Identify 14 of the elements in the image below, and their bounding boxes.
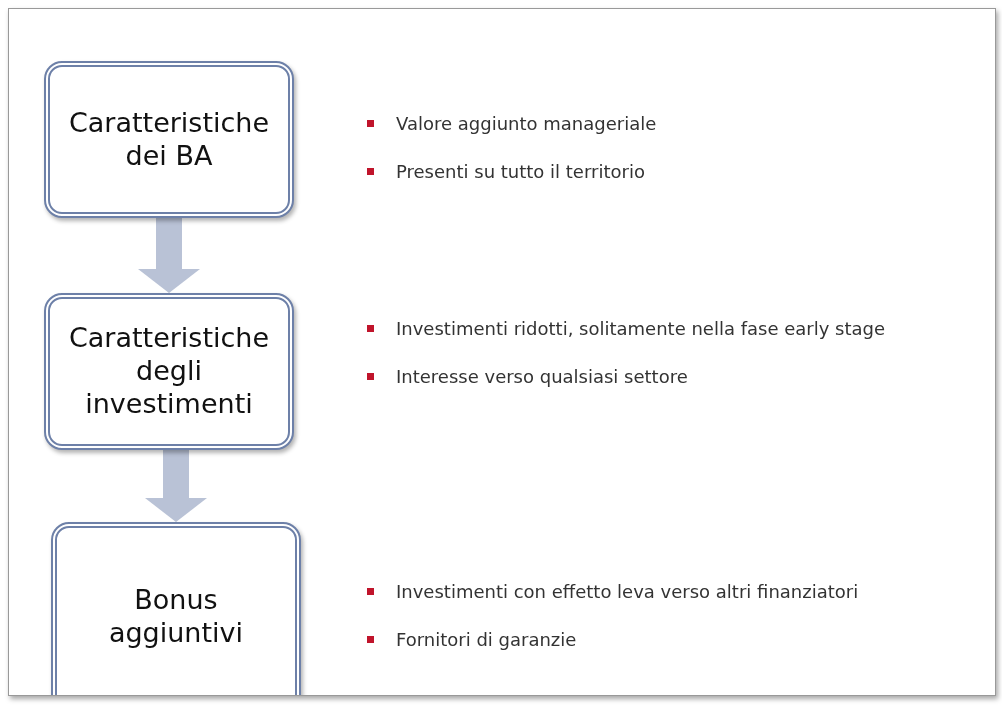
bullet-text: Fornitori di garanzie	[396, 629, 577, 650]
bullet-text: Interesse verso qualsiasi settore	[396, 366, 688, 387]
bullet-text: Investimenti ridotti, solitamente nella fase early stage	[396, 318, 886, 339]
box-label: Bonus aggiuntivi	[107, 584, 245, 650]
block-arrow	[138, 218, 200, 293]
bullet-text: Presenti su tutto il territorio	[396, 161, 645, 182]
box-label: Caratteristiche dei BA	[67, 106, 271, 173]
bullet-text: Investimenti con effetto leva verso altri finanziatori	[396, 581, 859, 602]
bullet-text: Valore aggiunto manageriale	[396, 113, 657, 134]
process-box	[44, 293, 294, 450]
process-box	[51, 522, 301, 695]
process-box	[44, 61, 294, 218]
block-arrow	[145, 450, 207, 522]
box-label: Caratteristiche degli investimenti	[67, 322, 271, 421]
